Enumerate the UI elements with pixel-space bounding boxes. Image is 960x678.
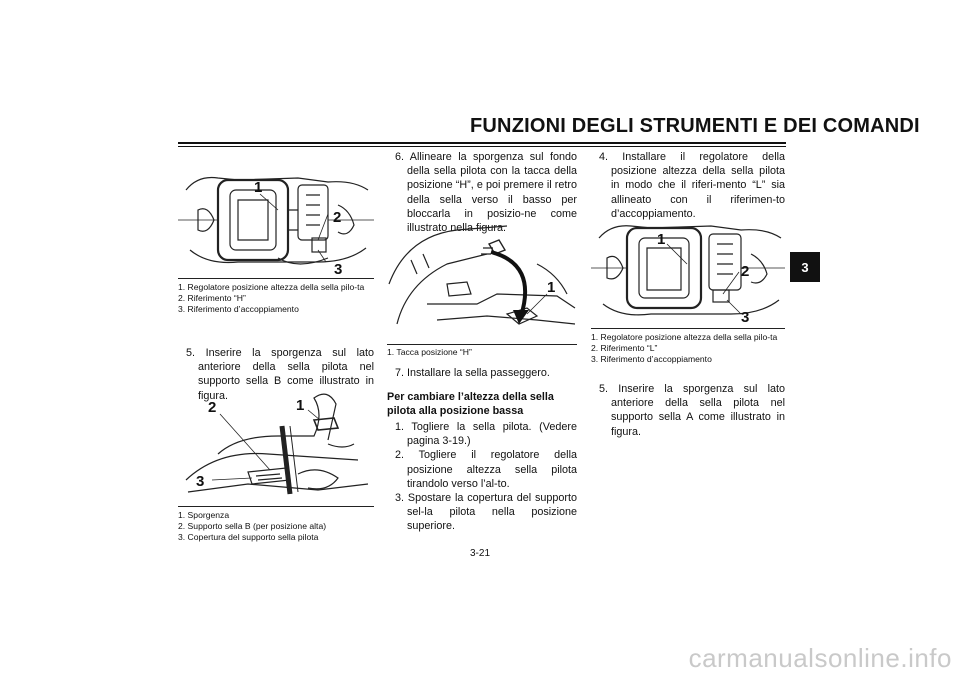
step-4: 4. Installare il regolatore della posizi… xyxy=(591,150,785,221)
header-rule xyxy=(178,142,786,144)
page-number: 3-21 xyxy=(469,548,490,559)
steps-low-position: 1. Togliere la sella pilota. (Vedere pag… xyxy=(387,420,577,534)
page-title: FUNZIONI DEGLI STRUMENTI E DEI COMANDI xyxy=(470,115,920,137)
figure2-caption-item: 1. Sporgenza xyxy=(178,510,230,520)
step-text: 6. Allineare la sporgenza sul fondo dell… xyxy=(395,151,577,235)
figure-seat-bracket-b: 2 1 3 xyxy=(178,384,374,507)
step-7: 7. Installare la sella passeggero. xyxy=(387,366,577,380)
figure-seat-adjuster-h-drawing: 1 2 3 xyxy=(178,176,374,278)
figure1-caption: 1. Regolatore posizione altezza della se… xyxy=(178,282,374,315)
figure4-caption-item: 2. Riferimento “L” xyxy=(591,343,658,353)
figure-seat-notch-h-drawing: 1 xyxy=(388,225,576,325)
figure1-callout-1: 1 xyxy=(254,179,262,196)
figure2-callout-1: 1 xyxy=(296,397,304,414)
figure-seat-adjuster-h: 1 2 3 xyxy=(178,150,374,279)
header-rule-thin xyxy=(178,146,786,147)
step-text: 5. Inserire la sporgenza sul lato anteri… xyxy=(599,383,785,438)
figure1-caption-item: 2. Riferimento “H” xyxy=(178,293,246,303)
step-text: 5. Inserire la sporgenza sul lato anteri… xyxy=(186,347,374,402)
chapter-tab: 3 xyxy=(790,252,820,282)
step-5-left: 5. Inserire la sporgenza sul lato anteri… xyxy=(178,346,374,403)
figure-seat-bracket-b-drawing: 2 1 3 xyxy=(185,393,369,495)
step-text: 3. Spostare la copertura del supporto se… xyxy=(395,492,577,533)
figure1-caption-item: 1. Regolatore posizione altezza della se… xyxy=(178,282,365,292)
figure2-caption-item: 3. Copertura del supporto sella pilota xyxy=(178,532,319,542)
figure1-callout-3: 3 xyxy=(334,261,342,278)
figure2-callout-3: 3 xyxy=(196,473,204,490)
figure-seat-adjuster-l: 1 2 3 xyxy=(591,210,785,329)
step-text: 1. Togliere la sella pilota. (Vedere pag… xyxy=(395,421,577,448)
figure1-callout-2: 2 xyxy=(333,209,341,226)
figure2-caption: 1. Sporgenza 2. Supporto sella B (per po… xyxy=(178,510,374,543)
step-5-right: 5. Inserire la sporgenza sul lato anteri… xyxy=(591,382,785,439)
figure2-caption-item: 2. Supporto sella B (per posizione alta) xyxy=(178,521,327,531)
figure4-callout-3: 3 xyxy=(741,309,749,326)
figure-seat-adjuster-l-drawing: 1 2 3 xyxy=(591,225,785,326)
figure3-caption-item: 1. Tacca posizione “H” xyxy=(387,347,472,357)
step-6: 6. Allineare la sporgenza sul fondo dell… xyxy=(387,150,577,235)
figure-seat-notch-h: 1 xyxy=(387,224,577,345)
figure3-callout-1: 1 xyxy=(547,279,555,296)
step-text: 7. Installare la sella passeggero. xyxy=(395,367,550,379)
figure4-caption-item: 3. Riferimento d’accoppiamento xyxy=(591,354,712,364)
step-text: 2. Togliere il regolatore della posizion… xyxy=(395,449,577,490)
figure2-callout-2: 2 xyxy=(208,399,216,416)
figure3-caption: 1. Tacca posizione “H” xyxy=(387,347,577,358)
figure4-caption: 1. Regolatore posizione altezza della se… xyxy=(591,332,785,365)
figure1-caption-item: 3. Riferimento d’accoppiamento xyxy=(178,304,299,314)
section-subheading: Per cambiare l’altezza della sella pilot… xyxy=(387,391,554,418)
figure4-caption-item: 1. Regolatore posizione altezza della se… xyxy=(591,332,778,342)
watermark-link[interactable]: carmanualsonline.info xyxy=(688,643,952,673)
figure4-callout-2: 2 xyxy=(741,263,749,280)
step-text: 4. Installare il regolatore della posizi… xyxy=(599,151,785,220)
figure4-callout-1: 1 xyxy=(657,231,665,248)
